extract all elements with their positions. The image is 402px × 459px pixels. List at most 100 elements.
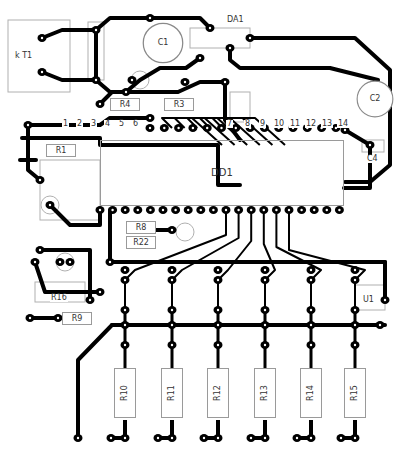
solder-pad xyxy=(337,434,346,442)
solder-pad xyxy=(351,434,360,442)
pin-number: 10 xyxy=(273,120,285,128)
regulator-outline xyxy=(190,28,250,48)
solder-pad xyxy=(146,14,155,22)
pin-number: 8 xyxy=(244,120,251,128)
trace xyxy=(310,310,313,370)
solder-pad xyxy=(107,434,116,442)
solder-pad xyxy=(335,206,344,214)
trace xyxy=(112,323,385,327)
pin-number: 5 xyxy=(118,120,125,128)
trace xyxy=(110,210,385,262)
solder-pad xyxy=(366,141,375,149)
chip-outline: DD1 xyxy=(100,140,344,206)
trace xyxy=(42,72,126,92)
trace xyxy=(22,138,240,185)
solder-pad xyxy=(285,206,294,214)
trace xyxy=(28,125,40,180)
solder-pad xyxy=(261,434,270,442)
trace xyxy=(354,310,357,370)
part-label: DD1 xyxy=(210,168,234,178)
solder-pad xyxy=(122,88,131,96)
solder-pad xyxy=(307,321,316,329)
solder-pad xyxy=(261,321,270,329)
part-label: R15 xyxy=(351,384,359,402)
solder-pad xyxy=(24,121,33,129)
socket-outline xyxy=(355,285,385,310)
resistor-box: R13 xyxy=(254,368,276,418)
solder-pad xyxy=(181,78,190,86)
solder-pad xyxy=(214,434,223,442)
solder-pad xyxy=(196,54,205,62)
solder-pad xyxy=(307,306,316,314)
resistor-box: R22 xyxy=(126,236,156,249)
solder-pad xyxy=(351,321,360,329)
solder-pad xyxy=(214,341,223,349)
part-label: R13 xyxy=(261,384,269,402)
solder-pad xyxy=(234,206,243,214)
resistor-box: R12 xyxy=(207,368,229,418)
solder-pad xyxy=(92,76,101,84)
solder-pad xyxy=(168,276,177,284)
trace xyxy=(289,210,365,310)
solder-pad xyxy=(168,321,177,329)
pin-number: 1 xyxy=(62,120,69,128)
solder-pad xyxy=(261,276,270,284)
solder-pad xyxy=(96,100,105,108)
solder-pad xyxy=(121,306,130,314)
solder-pad xyxy=(307,276,316,284)
solder-pad xyxy=(121,321,130,329)
trace xyxy=(50,205,100,225)
part-label: R10 xyxy=(121,384,129,402)
solder-pad xyxy=(56,258,65,266)
resistor-box: R8 xyxy=(126,221,156,234)
solder-pad xyxy=(351,266,360,274)
pin-number: 4 xyxy=(104,120,111,128)
pin-number: 2 xyxy=(76,120,83,128)
solder-pad xyxy=(259,206,268,214)
solder-pad xyxy=(272,206,281,214)
pin-number: 11 xyxy=(289,120,301,128)
solder-pad xyxy=(121,276,130,284)
solder-pad xyxy=(36,246,45,254)
solder-pad xyxy=(188,124,197,132)
solder-pad xyxy=(38,68,47,76)
part-label: R4 xyxy=(119,101,132,109)
solder-pad xyxy=(351,341,360,349)
solder-pad xyxy=(222,206,231,214)
solder-pad xyxy=(246,34,255,42)
solder-pad xyxy=(293,434,302,442)
solder-pad xyxy=(261,266,270,274)
solder-pad xyxy=(226,44,235,52)
solder-pad xyxy=(217,124,226,132)
solder-pad xyxy=(74,434,83,442)
solder-pad xyxy=(121,206,130,214)
solder-pad xyxy=(297,206,306,214)
solder-pad xyxy=(168,341,177,349)
signal-traces xyxy=(111,118,365,438)
capacitor-circle: C1 xyxy=(142,22,184,64)
solder-pad xyxy=(108,206,117,214)
part-label: C1 xyxy=(157,39,170,47)
solder-pad xyxy=(247,206,256,214)
solder-pad xyxy=(307,266,316,274)
solder-pad xyxy=(96,206,105,214)
part-label: R16 xyxy=(50,294,68,302)
resistor-box: R14 xyxy=(300,368,322,418)
solder-pad xyxy=(31,258,40,266)
solder-pad xyxy=(154,434,163,442)
solder-pad xyxy=(146,206,155,214)
solder-pad xyxy=(261,306,270,314)
trace xyxy=(35,262,100,292)
solder-pad xyxy=(121,341,130,349)
resistor-box: R11 xyxy=(161,368,183,418)
solder-pad xyxy=(261,341,270,349)
pin-number: 14 xyxy=(337,120,349,128)
part-label: R8 xyxy=(135,224,148,232)
solder-pad xyxy=(206,24,215,32)
trace xyxy=(383,262,387,300)
trace xyxy=(264,310,267,370)
solder-pad xyxy=(214,266,223,274)
transistor-outline xyxy=(56,253,74,271)
solder-pad xyxy=(200,434,209,442)
